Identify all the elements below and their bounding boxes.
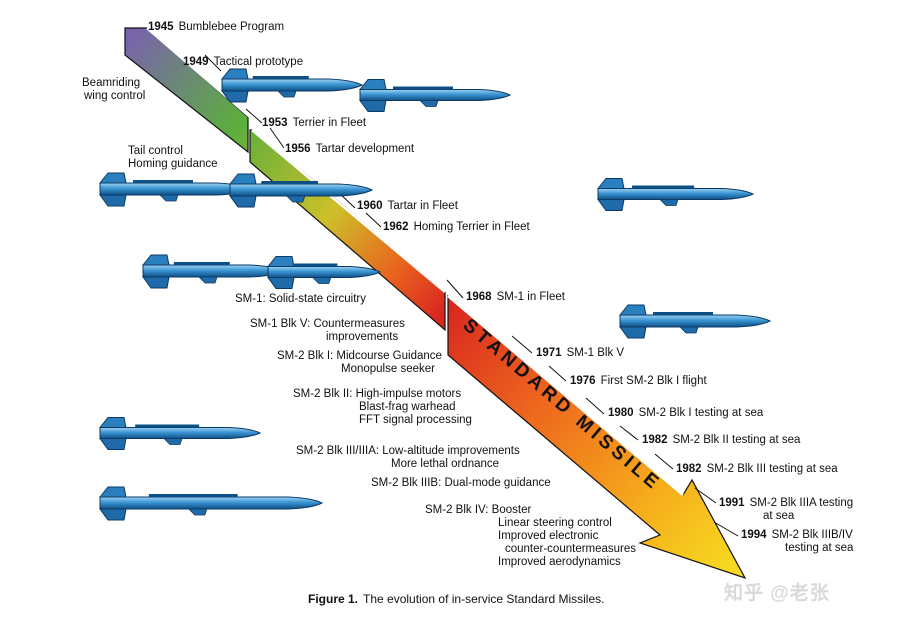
watermark: 知乎 @老张 [724,583,830,604]
milestone-tick [619,425,639,441]
caption-sm2-blk3: SM-2 Blk III/IIIA: Low-altitude improvem… [296,445,520,470]
missile-sm2-blk2 [98,417,262,450]
milestone-tick [204,54,222,72]
caption-beamriding: Beamriding wing control [82,77,146,102]
milestone-tick [694,487,717,504]
missile-sm1-left [141,254,285,289]
caption-tail-control: Tail control Homing guidance [128,145,218,170]
milestone-tick [585,397,605,415]
caption-sm2-blk3b: SM-2 Blk IIIB: Dual-mode guidance [371,477,551,489]
figure-caption-text: The evolution of in-service Standard Mis… [363,592,605,606]
caption-sm2-blk1: SM-2 Blk I: Midcourse Guidance Monopulse… [277,350,442,375]
missile-tartar [228,173,374,208]
band-segment-bumblebee [124,27,249,154]
milestone-tick [713,521,739,537]
band-arrow [447,294,747,580]
missile-tartar-homing [98,172,252,207]
figure-label: Figure 1. [308,592,359,606]
milestone-tick [654,453,674,470]
timeline-band [124,27,747,580]
missile-terrier-prototype [220,68,364,103]
milestone-tick [365,212,382,228]
caption-sm1-blk5: SM-1 Blk V: Countermeasures improvements [250,318,405,343]
caption-sm1: SM-1: Solid-state circuitry [235,293,367,305]
missile-sm2-booster [98,486,324,521]
missile-sm1-right [596,178,755,211]
figure-caption: Figure 1. The evolution of in-service Sta… [308,592,604,606]
missile-terrier [358,79,512,112]
milestone-tick [269,127,285,149]
milestone-tick [511,335,533,354]
missile-sm1-blk5 [618,304,772,339]
milestone-tick [446,279,464,299]
caption-sm2-blk4: SM-2 Blk IV: Booster Linear steering con… [425,504,637,568]
caption-sm2-blk2: SM-2 Blk II: High-impulse motors Blast-f… [293,388,472,426]
milestone-tick [548,365,567,382]
milestone-ticks [204,54,739,537]
missile-illustrations [98,68,772,521]
milestone-tick [245,108,263,124]
missile-sm1-center [266,256,382,289]
